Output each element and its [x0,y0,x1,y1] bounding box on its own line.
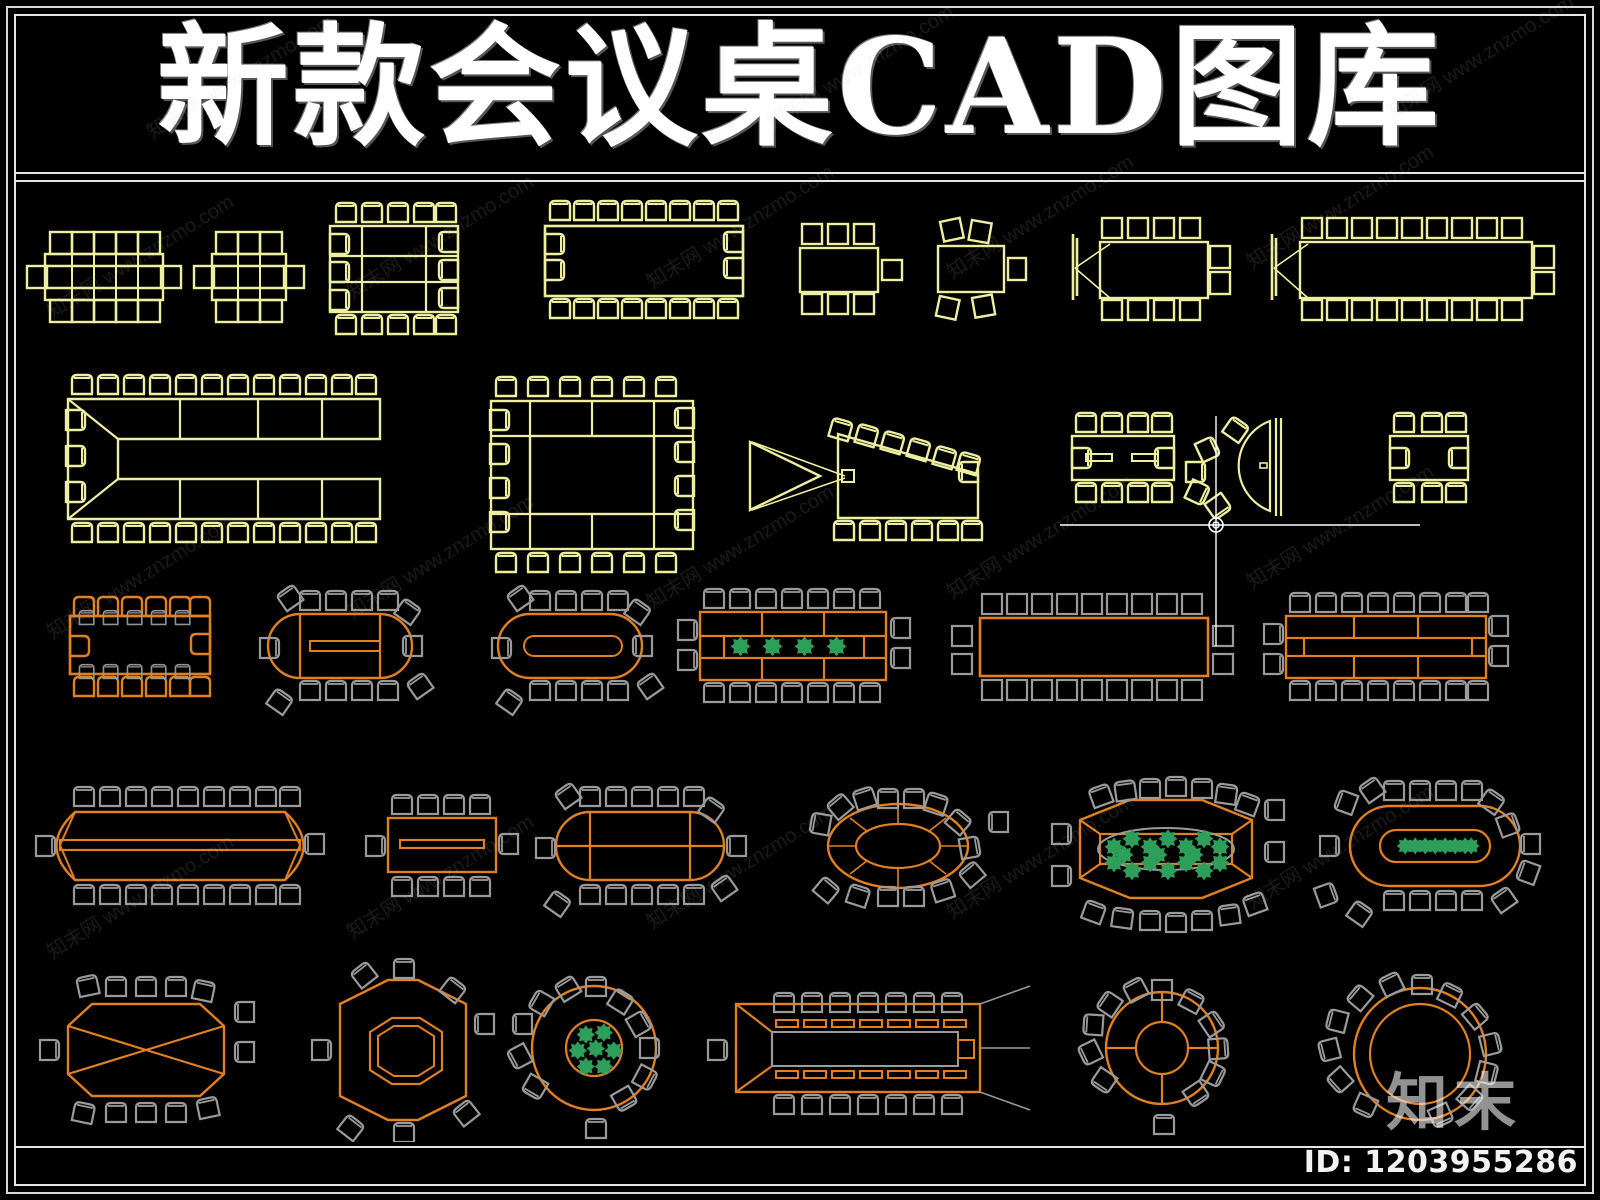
cad-block-rect-table-outline-22-seat [950,592,1235,702]
cad-block-rect-table-6-seat-head [798,222,904,316]
cad-block-rect-table-large-20-seat [543,199,745,320]
cad-block-stadium-table-centre-panel-20-seat [534,780,748,919]
cad-block-rect-table-angled-chairs [934,216,1028,321]
cad-block-octagon-table-8-seat [310,957,496,1144]
cad-block-ellipse-table-radial-18-seat [808,784,1010,910]
cad-block-semi-circle-table-6-seat [1182,414,1283,522]
title-divider-upper [14,172,1586,174]
cad-block-rect-table-centre-rail-20-seat [1262,591,1510,702]
cad-block-stadium-table-planter-strip-20-seat [1312,774,1542,929]
cad-block-table-with-projector-screen-12-seat [1071,216,1232,322]
cad-block-rect-table-8-seat-small [1388,411,1470,504]
cad-block-round-table-planter-14-seat [504,973,661,1140]
cad-crosshair-cursor[interactable] [1060,416,1420,646]
cad-block-table-with-projector-screen-22-seat [1270,216,1556,322]
cad-block-rect-table-center-slab-14-seat [328,201,460,336]
drawing-frame-outer [6,6,1594,1194]
cad-block-rect-table-orange-14-seat [68,595,213,698]
cad-block-hex-table-planter-bed-18-seat [1050,775,1286,934]
cad-block-stadium-table-18-seat [490,582,666,717]
cad-block-u-shape-table-27-seat [64,373,382,544]
cad-block-lens-table-20-seat [34,785,326,906]
cad-block-oval-table-grey-chairs-16-seat [258,582,436,717]
cad-block-rect-table-6-seat-split [192,230,306,324]
cad-blocks-svg [25,199,1556,1144]
cad-block-rect-table-inset-10-seat [1070,411,1176,504]
cad-block-rect-table-10-seat-split [25,230,183,324]
cad-block-round-table-double-ring-18-seat [1316,969,1504,1130]
cad-block-rect-table-planters-20-seat [676,587,912,704]
bottom-divider [14,1146,1586,1148]
cad-block-trapezoid-table-projector-13-seat [748,416,985,542]
title-divider-lower [14,180,1586,182]
cad-drawing-area [0,186,1600,1144]
cad-block-long-conference-table-24-seat [706,985,1031,1116]
drawing-frame-inner [14,14,1586,1186]
document-id-label: ID: 1203955286 [1303,1145,1578,1180]
cad-block-hex-table-10-seat [38,973,256,1126]
cad-block-hollow-square-table-20-seat [488,375,696,574]
cad-block-round-table-cross-16-seat [1075,974,1230,1136]
cad-block-rect-table-rail-10-seat [364,793,520,898]
